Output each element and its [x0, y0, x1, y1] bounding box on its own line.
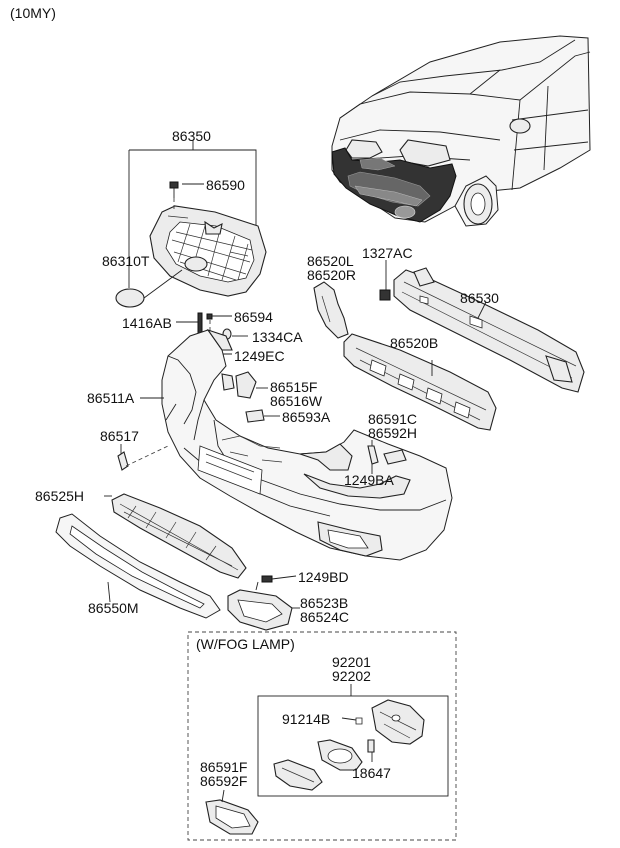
label-18647: 18647 — [352, 765, 391, 781]
label-1249BD: 1249BD — [298, 569, 349, 585]
label-86530: 86530 — [460, 290, 499, 306]
label-1249BA: 1249BA — [344, 472, 394, 488]
model-year-note: (10MY) — [10, 5, 56, 21]
label-86592F: 86592F — [200, 773, 248, 789]
label-86310T: 86310T — [102, 253, 150, 269]
fog-lamp-box-title: (W/FOG LAMP) — [196, 636, 295, 652]
lower-grille-and-trim — [55, 493, 300, 631]
label-86511A: 86511A — [87, 390, 135, 406]
label-1416AB: 1416AB — [122, 315, 172, 331]
label-1334CA: 1334CA — [252, 329, 303, 345]
label-86591F: 86591F — [200, 759, 248, 775]
label-86516W: 86516W — [270, 393, 323, 409]
label-86520B: 86520B — [390, 335, 439, 351]
label-1249EC: 1249EC — [234, 348, 285, 364]
bumper-reinforcements — [313, 260, 585, 474]
label-86515F: 86515F — [270, 379, 318, 395]
label-86550M: 86550M — [88, 600, 139, 616]
label-86592H: 86592H — [368, 425, 418, 441]
label-92202: 92202 — [332, 668, 371, 684]
label-86520L: 86520L — [307, 253, 354, 269]
fog-lamp-section — [187, 631, 457, 841]
label-86590: 86590 — [206, 177, 245, 193]
label-86591C: 86591C — [368, 411, 418, 427]
label-86525H: 86525H — [35, 488, 85, 504]
label-86594: 86594 — [234, 309, 273, 325]
label-86524C: 86524C — [300, 609, 350, 625]
label-92201: 92201 — [332, 654, 371, 670]
label-86517: 86517 — [100, 428, 139, 444]
label-86523B: 86523B — [300, 595, 349, 611]
radiator-grille — [115, 140, 267, 308]
vehicle-illustration — [331, 35, 591, 227]
label-86593A: 86593A — [282, 409, 331, 425]
label-1327AC: 1327AC — [362, 245, 413, 261]
label-86520R: 86520R — [307, 267, 357, 283]
label-91214B: 91214B — [282, 711, 331, 727]
label-86350: 86350 — [172, 128, 211, 144]
front-bumper-cover — [117, 328, 453, 561]
